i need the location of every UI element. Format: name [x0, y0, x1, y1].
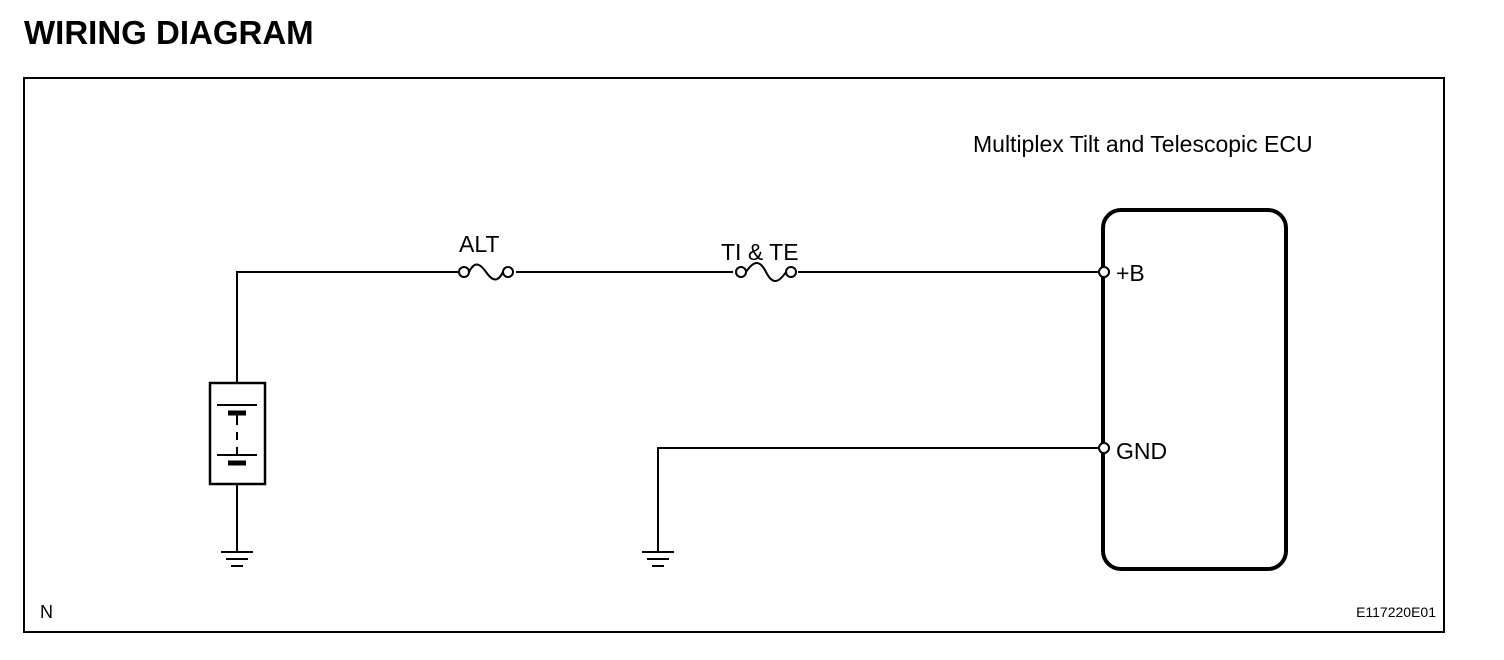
footer-left-code: N: [40, 602, 53, 622]
figure-id: E117220E01: [1356, 604, 1436, 620]
battery-icon: [208, 381, 267, 486]
terminal-gnd-label: GND: [1116, 438, 1167, 464]
fuse-ti-te-label: TI & TE: [721, 239, 799, 265]
plus-b-wire: [236, 271, 459, 383]
ecu-box: [1101, 208, 1288, 571]
ground-icon: [642, 551, 674, 567]
terminal-plus-b-label: +B: [1116, 260, 1145, 286]
gnd-wire: [657, 447, 1099, 552]
terminal-icon: [1098, 266, 1110, 278]
ground-icon: [221, 551, 253, 567]
diagram-frame: [23, 77, 1445, 633]
terminal-icon: [1098, 442, 1110, 454]
page-title: WIRING DIAGRAM: [24, 14, 314, 51]
ecu-name: Multiplex Tilt and Telescopic ECU: [973, 131, 1313, 157]
fuse-icon: [458, 263, 514, 281]
fuse-icon: [735, 262, 797, 282]
fuse-alt-label: ALT: [459, 231, 499, 257]
